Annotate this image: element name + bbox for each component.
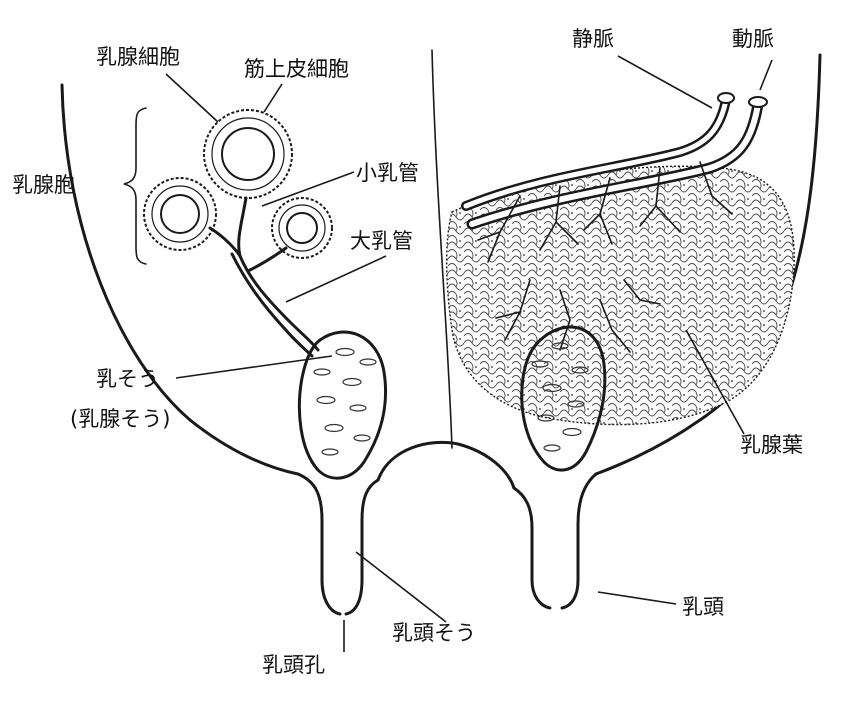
left-lactiferous-sinus — [299, 332, 385, 478]
label-teat-canal-opening: 乳頭孔 — [262, 653, 325, 677]
label-myoepithelial-cell: 筋上皮細胞 — [244, 57, 349, 81]
label-vein: 静脈 — [572, 27, 614, 51]
label-large-duct: 大乳管 — [350, 229, 413, 253]
label-lactiferous-sinus: 乳そう — [96, 367, 159, 391]
label-small-duct: 小乳管 — [356, 161, 419, 185]
label-alveolus: 乳腺胞 — [12, 173, 75, 197]
label-mammary-gland-cell: 乳腺細胞 — [96, 45, 180, 69]
label-teat: 乳頭 — [682, 595, 724, 619]
label-mammary-lobe: 乳腺葉 — [740, 433, 803, 457]
alveolus-top — [204, 110, 292, 198]
alveolus-bracket — [124, 108, 146, 264]
left-duct-system — [144, 110, 386, 614]
alveolus-left — [144, 178, 216, 250]
alveolus-right — [272, 198, 332, 258]
right-teat — [514, 474, 596, 608]
label-teat-cistern: 乳頭そう — [392, 621, 476, 645]
label-artery: 動脈 — [732, 27, 774, 51]
left-teat — [298, 474, 378, 614]
right-mammary-lobe — [447, 93, 794, 608]
label-lactiferous-sinus-alt: (乳腺そう) — [70, 407, 170, 431]
